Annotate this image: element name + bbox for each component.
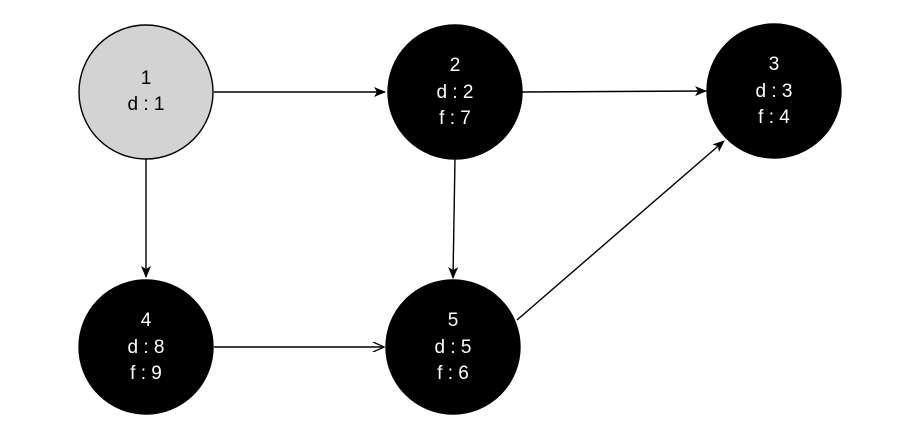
node-5-finish: f : 6: [437, 363, 469, 384]
node-5-discovery: d : 5: [435, 337, 472, 358]
node-5: 5 d : 5 f : 6: [385, 279, 521, 415]
node-4-circle: [78, 279, 214, 415]
node-4: 4 d : 8 f : 9: [78, 279, 214, 415]
node-2-finish: f : 7: [439, 108, 471, 129]
node-3-discovery: d : 3: [756, 81, 793, 102]
node-2-discovery: d : 2: [437, 82, 474, 103]
node-3-circle: [706, 23, 842, 159]
node-5-circle: [385, 279, 521, 415]
edges: [141, 86, 725, 347]
edge-2-5: [448, 157, 459, 279]
node-2-label: 2: [450, 55, 461, 76]
node-1-circle: [78, 24, 214, 160]
node-2: 2 d : 2 f : 7: [387, 24, 523, 160]
node-3: 3 d : 3 f : 4: [706, 23, 842, 159]
node-3-finish: f : 4: [758, 107, 790, 128]
edge-5-3: [516, 140, 725, 321]
node-1: 1 d : 1: [78, 24, 214, 160]
edge-2-3: [521, 86, 707, 97]
node-5-label: 5: [448, 310, 459, 331]
node-4-discovery: d : 8: [128, 337, 165, 358]
node-4-finish: f : 9: [130, 363, 162, 384]
node-4-label: 4: [141, 310, 152, 331]
node-3-label: 3: [769, 54, 780, 75]
node-1-discovery: d : 1: [128, 94, 165, 115]
node-2-circle: [387, 24, 523, 160]
node-1-label: 1: [141, 68, 152, 89]
